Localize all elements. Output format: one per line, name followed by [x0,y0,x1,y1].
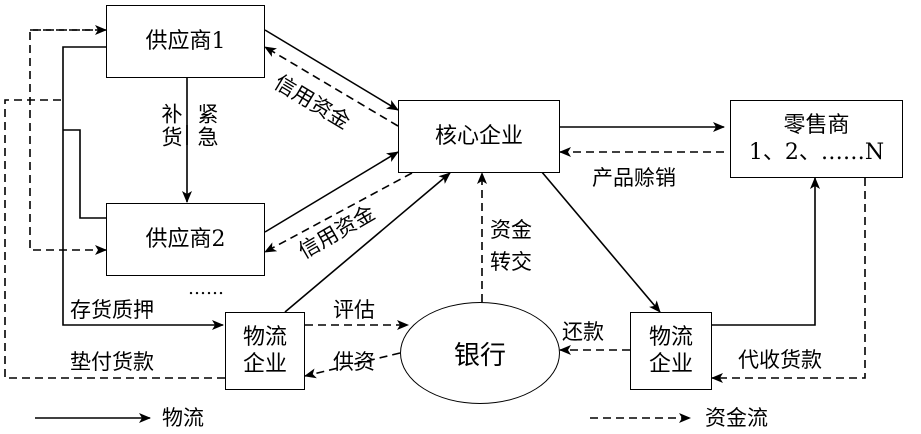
logistics-right-node: 物流 企业 [630,312,712,390]
product-sales-label: 产品赊销 [592,166,676,190]
edge-core-to-supplier2-credit [264,172,413,253]
legend-fund-flow-label: 资金流 [705,406,768,430]
edge-core-to-logistics-right [524,151,661,313]
fund-transfer-label-line2: 转交 [490,250,532,274]
core-enterprise-node: 核心企业 [398,100,560,173]
retailer-label-line2: 1、2、……N [748,140,885,165]
legend-logistics-label: 物流 [162,406,204,430]
edge-supplier2-to-core [264,151,399,233]
replenish-label: 补货 [159,103,183,149]
more-suppliers-ellipsis: …… [188,278,224,299]
logistics-left-label-line2: 企业 [242,352,287,377]
repay-label: 还款 [562,320,604,344]
collect-payment-label: 代收货款 [738,348,822,372]
retailer-label-line1: 零售商 [783,112,850,138]
advance-payment-label: 垫付货款 [70,350,154,374]
logistics-left-label-line1: 物流 [242,324,287,350]
fund-transfer-label-line1: 资金 [490,218,532,242]
inventory-pledge-label: 存货质押 [70,298,154,322]
retailer-node: 零售商 1、2、……N [730,100,903,178]
edge-logistics-left-to-core [284,172,451,313]
edge-retailer-to-logistics-right-collect [711,178,866,383]
edge-supplier2-inventory-pledge [63,129,106,219]
assess-label: 评估 [333,298,375,322]
edge-advance-payment-loop [4,99,225,379]
supplier1-node: 供应商1 [106,5,265,78]
edge-supplier1-inventory-pledge [62,46,224,330]
urgent-label: 紧急 [195,103,219,149]
edge-supplier-left-fund-loop [29,29,107,255]
funding-label: 供资 [333,350,375,374]
core-enterprise-label: 核心企业 [434,123,523,149]
edge-supplier1-to-core [264,29,399,111]
bank-label: 银行 [453,340,506,371]
supplier2-node: 供应商2 [106,203,265,276]
supplier2-label: 供应商2 [145,226,226,252]
logistics-right-label-line1: 物流 [648,324,693,350]
bank-node: 银行 [400,302,560,404]
edge-bank-to-logistics-left-funding [304,352,401,379]
logistics-right-label-line2: 企业 [648,352,693,377]
edge-logistics-right-to-retailer [712,177,820,326]
supplier1-label: 供应商1 [145,28,226,54]
logistics-left-node: 物流 企业 [225,312,305,390]
